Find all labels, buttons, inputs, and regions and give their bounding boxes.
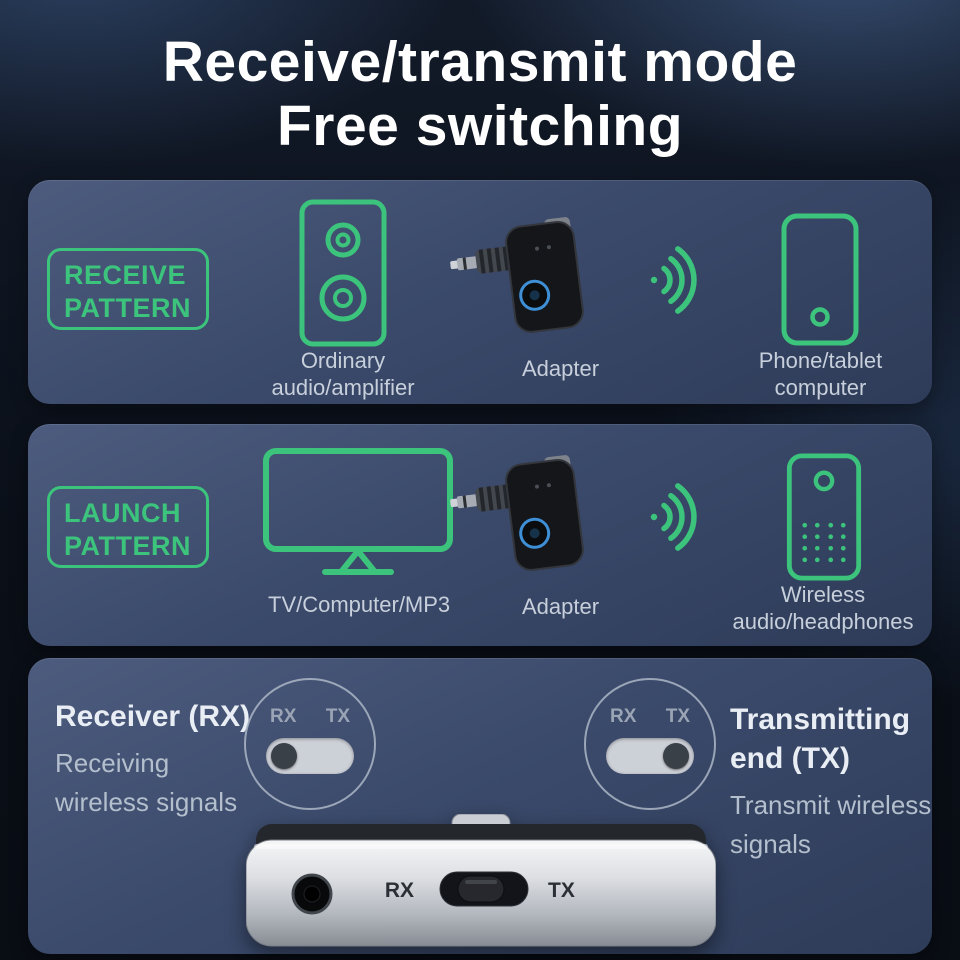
rx-mode-indicator: RX TX [244,678,376,810]
mode-labels: RX TX [246,706,374,728]
device-tx-label: TX [548,879,575,902]
target-device-label: Phone/tablet computer [758,348,883,400]
wireless-speaker-icon [785,452,863,587]
jack-ribs [478,484,510,512]
adapter-label: Adapter [521,594,600,619]
receiver-title: Receiver (RX) [55,700,251,733]
transmitter-description: Transmit wireless signals [730,790,932,859]
badge-line: PATTERN [64,293,191,324]
adapter-label: Adapter [521,356,600,381]
source-device-label: Ordinary audio/amplifier [271,348,415,400]
toggle-tx-label: TX [325,706,350,727]
receiver-description: Receiving wireless signals [55,748,238,817]
rx-toggle-switch [266,738,354,774]
toggle-knob [663,743,689,769]
toggle-rx-label: RX [270,706,297,727]
mode-slider-knob [457,875,505,903]
adapter-side-photo: RX TX [245,813,717,954]
launch-pattern-badge: LAUNCH PATTERN [47,486,209,568]
toggle-rx-label: RX [610,706,637,727]
title-line-2: Free switching [276,94,684,159]
launch-pattern-panel: LAUNCH PATTERN TV/Computer/MP3 [28,424,932,646]
mode-labels: RX TX [586,706,714,728]
tx-toggle-switch [606,738,694,774]
tx-mode-indicator: RX TX [584,678,716,810]
badge-line: PATTERN [64,531,191,562]
speaker-icon [298,198,388,353]
tv-icon [263,448,453,583]
device-rx-label: RX [385,879,414,902]
page-title: Receive/transmit mode Free switching [0,30,960,159]
target-device-label: Wireless audio/headphones [732,582,914,634]
jack-ribs [478,246,510,274]
toggle-tx-label: TX [665,706,690,727]
adapter-device-image [446,213,610,350]
toggle-knob [271,743,297,769]
badge-line: RECEIVE [64,260,187,290]
badge-line: LAUNCH [64,498,181,528]
transmitter-title: Transmitting end (TX) [730,703,911,775]
phone-icon [780,212,860,352]
adapter-device-image [446,451,610,588]
wireless-signal-icon [646,472,716,567]
receive-pattern-badge: RECEIVE PATTERN [47,248,209,330]
speaker-grille-dots [802,522,846,563]
title-line-1: Receive/transmit mode [162,30,798,94]
source-device-label: TV/Computer/MP3 [268,592,451,617]
mode-switch-panel: Receiver (RX) Receiving wireless signals… [28,658,932,954]
wireless-signal-icon [646,235,716,330]
receive-pattern-panel: RECEIVE PATTERN Ordinary audio/amplifier [28,180,932,404]
